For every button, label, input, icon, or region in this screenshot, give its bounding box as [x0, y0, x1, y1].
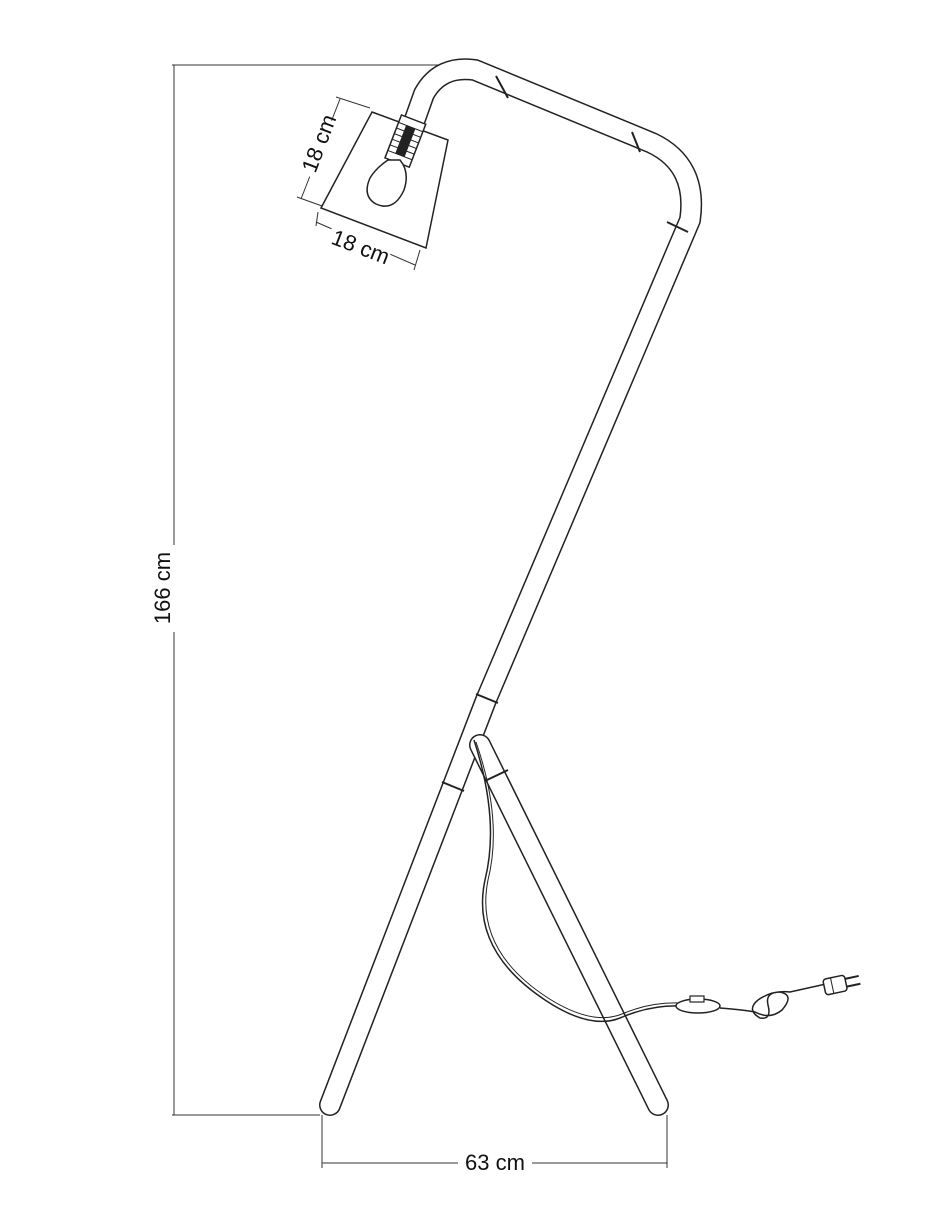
shade-width-label-bg: [325, 219, 395, 269]
joint-right-bend: [666, 221, 689, 233]
height-dimension: 166 cm: [150, 64, 460, 1116]
shade-height-dimension: 18 cm: [286, 96, 371, 207]
plug-icon: [822, 974, 861, 996]
joint-top: [495, 75, 509, 99]
shade-width-left-ext: [315, 211, 319, 227]
joint-lower: [441, 781, 465, 792]
power-cable: [473, 739, 861, 1023]
lamp-shade-icon: [319, 111, 449, 250]
cable-upper: [473, 739, 681, 1023]
shade-width-right-ext: [413, 249, 421, 271]
cable-upper-2: [475, 741, 681, 1019]
joint-upper-bend: [631, 131, 641, 153]
main-tube-fill: [320, 59, 701, 1115]
height-label: 166 cm: [150, 552, 175, 624]
joint-mid: [475, 693, 499, 704]
base-width-dimension: 63 cm: [321, 1115, 668, 1175]
joint-rear-leg: [486, 769, 509, 781]
lamp-frame: [319, 58, 703, 1116]
socket-icon: [384, 113, 427, 169]
shade-height-top-ext: [335, 96, 371, 109]
foot-switch-icon: [675, 995, 721, 1014]
base-width-label: 63 cm: [465, 1150, 525, 1175]
bulb-icon: [366, 159, 407, 207]
rear-leg-fill: [470, 735, 668, 1115]
shade-height-label-bg: [286, 111, 352, 185]
cable-coil: [719, 983, 827, 1019]
